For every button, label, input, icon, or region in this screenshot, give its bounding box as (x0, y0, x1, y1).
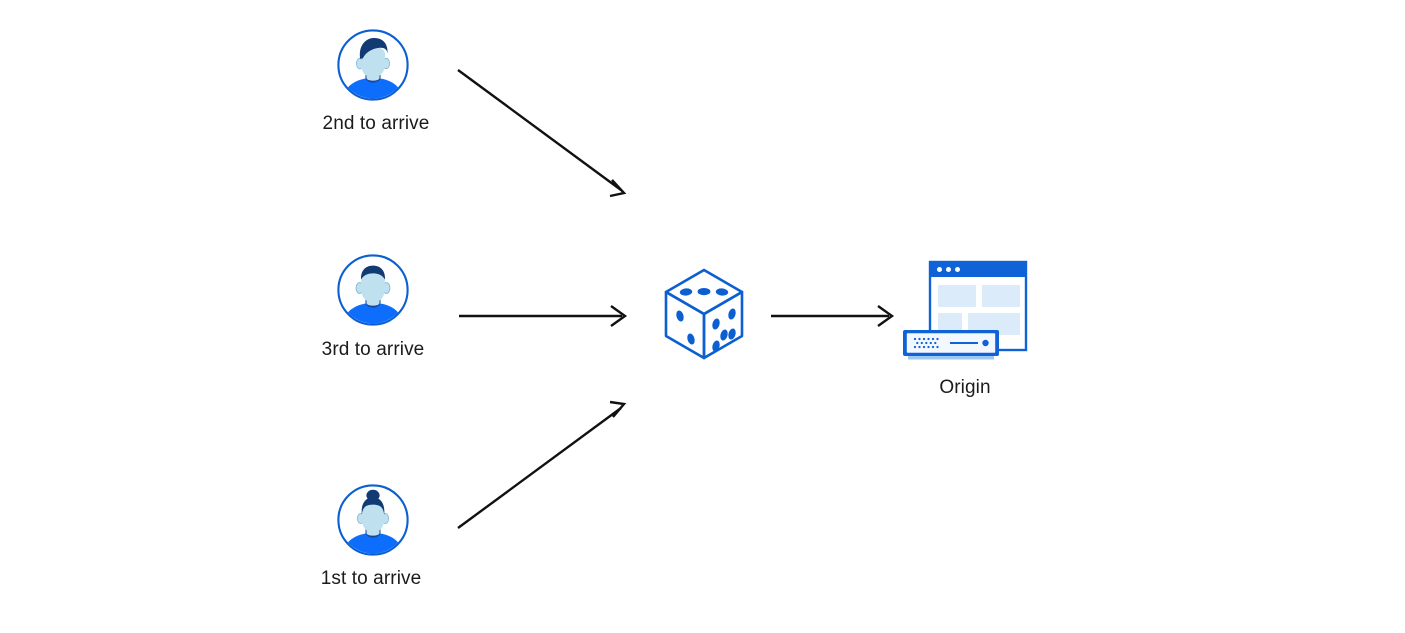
user-avatar-icon (336, 483, 410, 557)
arrow-dice-to-origin (771, 305, 895, 327)
node-label-client-2: 2nd to arrive (322, 113, 430, 134)
node-label-client-1: 1st to arrive (320, 568, 422, 589)
dice-icon (656, 262, 752, 372)
server-device-shape (903, 330, 999, 360)
node-label-origin: Origin (939, 377, 991, 398)
node-label-client-3: 3rd to arrive (321, 339, 425, 360)
user-avatar-icon (336, 253, 410, 327)
user-avatar-icon (336, 28, 410, 102)
arrow-client1-to-dice (457, 400, 627, 529)
arrow-client3-to-dice (459, 305, 628, 327)
origin-server-icon (898, 258, 1028, 368)
